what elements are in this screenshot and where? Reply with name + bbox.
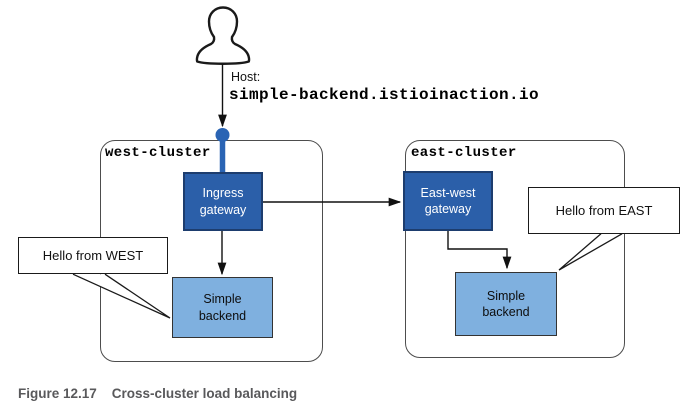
- ingress-entry-dot: [215, 128, 230, 142]
- east-west-gateway-node: East-west gateway: [403, 171, 493, 231]
- figure-caption: Figure 12.17 Cross-cluster load balancing: [18, 386, 297, 401]
- east-west-gateway-label: East-west gateway: [420, 185, 476, 216]
- figure-caption-title: Cross-cluster load balancing: [111, 386, 298, 401]
- simple-backend-east-node: Simple backend: [455, 272, 557, 336]
- ingress-gateway-node: Ingress gateway: [183, 172, 263, 231]
- east-cluster-box: [405, 140, 625, 358]
- person-icon: [195, 6, 251, 65]
- east-cluster-label: east-cluster: [411, 145, 517, 161]
- callout-west: Hello from WEST: [18, 237, 168, 274]
- simple-backend-west-label: Simple backend: [198, 292, 247, 323]
- host-label: Host:: [231, 70, 261, 84]
- host-value: simple-backend.istioinaction.io: [229, 86, 540, 104]
- ingress-gateway-label: Ingress gateway: [199, 186, 247, 217]
- gateway-to-backend-arrow: [447, 231, 512, 270]
- figure-caption-number: Figure 12.17: [18, 386, 97, 401]
- simple-backend-east-label: Simple backend: [482, 288, 530, 319]
- west-cluster-label: west-cluster: [105, 145, 211, 161]
- callout-east: Hello from EAST: [528, 187, 680, 234]
- simple-backend-west-node: Simple backend: [172, 277, 273, 338]
- callout-west-tail: [72, 273, 171, 319]
- callout-east-tail: [558, 233, 623, 271]
